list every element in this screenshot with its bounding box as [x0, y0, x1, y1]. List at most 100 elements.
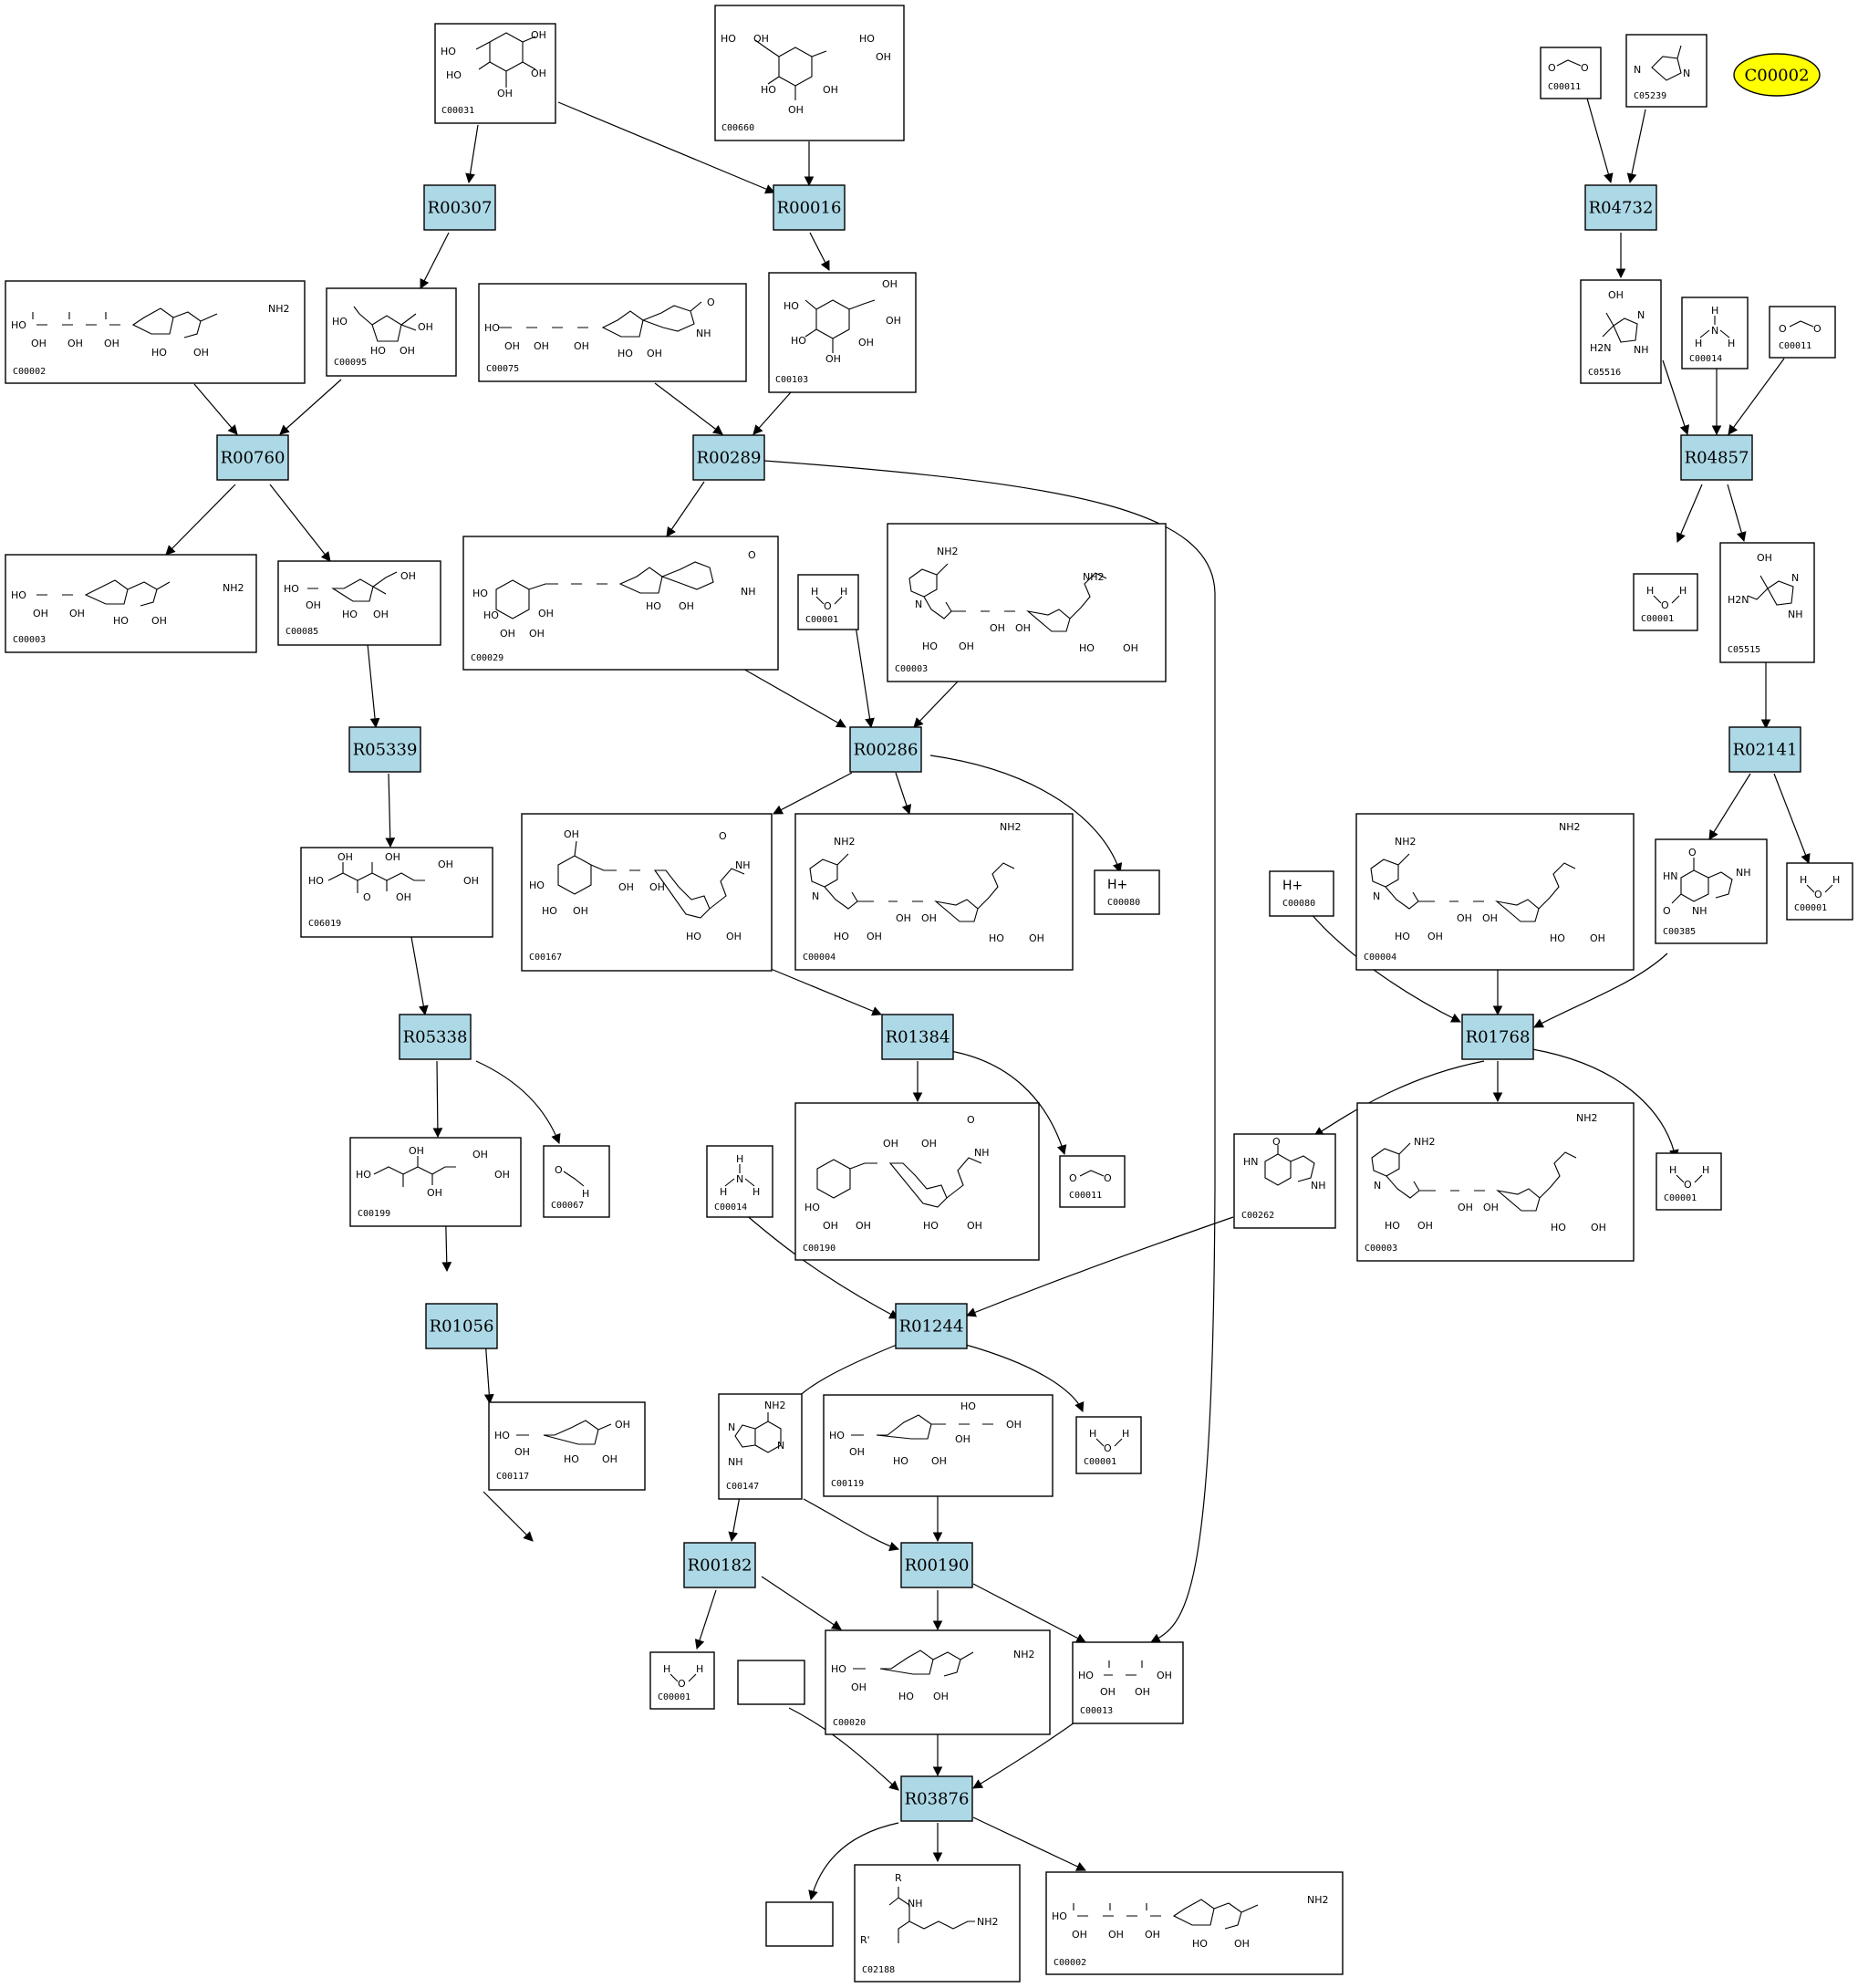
- compound-node[interactable]: R NH R' NH2 C02188: [854, 1864, 1021, 1983]
- svg-text:HN: HN: [1243, 1156, 1259, 1168]
- svg-text:H: H: [1679, 585, 1687, 597]
- highlighted-compound-node[interactable]: C00002: [1733, 53, 1821, 97]
- compound-node[interactable]: O HN NH C00262: [1233, 1133, 1336, 1229]
- svg-text:HO: HO: [332, 316, 348, 328]
- compound-node[interactable]: HO OH OH NH2 HO OH C00003: [5, 554, 257, 653]
- svg-text:R04857: R04857: [1685, 449, 1749, 468]
- compound-node-unlabeled[interactable]: [737, 1660, 805, 1705]
- reaction-node[interactable]: R01768: [1461, 1014, 1534, 1060]
- compound-node[interactable]: OH H2N N NH C05515: [1719, 542, 1815, 663]
- svg-text:HO: HO: [11, 589, 26, 601]
- compound-node[interactable]: OH OH HO OH OH O NH HO OH C00190: [794, 1102, 1040, 1261]
- svg-text:C00117: C00117: [496, 1472, 529, 1482]
- reaction-node[interactable]: R00289: [692, 434, 765, 481]
- compound-node[interactable]: O O C00011: [1540, 47, 1602, 99]
- svg-text:H+: H+: [1282, 879, 1303, 893]
- reaction-node[interactable]: R00286: [849, 726, 922, 773]
- svg-text:NH: NH: [728, 1456, 743, 1468]
- svg-text:OH: OH: [67, 338, 83, 349]
- svg-text:O: O: [719, 830, 727, 842]
- svg-text:O: O: [1548, 62, 1556, 74]
- compound-node[interactable]: HO OH OH OH O NH HO OH C00075: [478, 283, 747, 382]
- compound-node[interactable]: OH HO OH OH OH C00199: [349, 1137, 522, 1227]
- compound-node[interactable]: O O C00011: [1769, 306, 1836, 359]
- compound-node[interactable]: N N C05239: [1625, 34, 1707, 108]
- compound-node[interactable]: HO OH OH HO OH C00117: [488, 1401, 646, 1491]
- svg-text:R01384: R01384: [886, 1028, 950, 1047]
- compound-node[interactable]: NH2 NH2 N OH OH HO OH HO OH C00004: [794, 813, 1074, 971]
- compound-node[interactable]: OH HO HO OH OH OH O NH HO OH C00167: [521, 813, 773, 972]
- compound-node[interactable]: OH N H2N NH C05516: [1580, 279, 1662, 384]
- compound-node[interactable]: HO HO OH OH OH C00031: [434, 23, 556, 124]
- svg-text:H: H: [1711, 305, 1718, 317]
- compound-nodes: HO HO OH OH OH C00031 HO OH HO OH HO OH …: [5, 5, 1853, 1983]
- compound-node-unlabeled[interactable]: [765, 1901, 834, 1947]
- compound-node[interactable]: H O H C00001: [1633, 573, 1698, 631]
- compound-node[interactable]: HO OH NH2 HO OH C00020: [825, 1629, 1051, 1735]
- svg-text:OH: OH: [849, 1446, 865, 1458]
- compound-node[interactable]: HO OH HO OH HO OH OH C00660: [714, 5, 905, 141]
- svg-text:NH2: NH2: [1576, 1112, 1598, 1124]
- reaction-node[interactable]: R05338: [399, 1014, 472, 1060]
- compound-node[interactable]: HO OH HO OH OH C00085: [277, 560, 441, 646]
- reaction-node[interactable]: R01384: [881, 1014, 954, 1060]
- svg-text:C00147: C00147: [726, 1482, 759, 1492]
- svg-text:OH: OH: [1029, 932, 1044, 944]
- svg-text:OH: OH: [931, 1455, 947, 1467]
- svg-text:C00003: C00003: [13, 635, 46, 645]
- reaction-node[interactable]: R05339: [348, 726, 421, 773]
- compound-node[interactable]: H N H H C00014: [1681, 297, 1749, 369]
- reaction-node[interactable]: R03876: [900, 1775, 973, 1822]
- svg-text:NH: NH: [974, 1147, 990, 1159]
- svg-text:H: H: [696, 1663, 703, 1675]
- compound-node[interactable]: HO HO OH OH OH O NH HO OH C00029: [462, 536, 779, 671]
- reaction-node[interactable]: R01244: [895, 1303, 968, 1349]
- reaction-node[interactable]: R04732: [1584, 184, 1657, 231]
- reaction-node[interactable]: R00182: [683, 1542, 756, 1588]
- reaction-node[interactable]: R01056: [425, 1303, 498, 1349]
- svg-text:OH: OH: [823, 1220, 838, 1232]
- svg-text:O: O: [967, 1114, 975, 1126]
- compound-node[interactable]: O O C00011: [1059, 1155, 1126, 1208]
- svg-text:R00307: R00307: [428, 199, 493, 218]
- svg-text:HO: HO: [370, 345, 386, 357]
- compound-node[interactable]: O HN NH O NH C00385: [1655, 838, 1768, 944]
- compound-node[interactable]: H O H C00001: [1786, 862, 1853, 921]
- compound-node[interactable]: H+ C00080: [1094, 869, 1160, 915]
- reaction-node[interactable]: R00016: [773, 184, 846, 231]
- svg-text:R00016: R00016: [777, 199, 842, 218]
- compound-node[interactable]: H N H H C00014: [706, 1145, 773, 1218]
- compound-node[interactable]: O H C00067: [543, 1145, 610, 1218]
- svg-text:OH: OH: [1108, 1929, 1124, 1941]
- compound-node[interactable]: NH2 N NH2 HO OH OH OH HO OH C00003: [887, 523, 1167, 682]
- compound-node[interactable]: HO OH HO OH OH HO OH C00119: [823, 1394, 1054, 1497]
- reaction-node[interactable]: R02141: [1728, 726, 1801, 773]
- reaction-node[interactable]: R04857: [1680, 434, 1753, 481]
- svg-text:HO: HO: [342, 609, 358, 620]
- reaction-node[interactable]: R00190: [900, 1542, 973, 1588]
- svg-text:OH: OH: [574, 340, 589, 352]
- compound-node[interactable]: HO OH HO OH C00095: [326, 287, 457, 377]
- svg-text:OH: OH: [504, 340, 520, 352]
- compound-node[interactable]: HO OH OH OH C00013: [1072, 1641, 1184, 1724]
- compound-node[interactable]: H+ C00080: [1269, 870, 1334, 917]
- compound-node[interactable]: NH2 N N NH C00147: [718, 1393, 803, 1500]
- compound-node[interactable]: HO OH OH OH NH2 HO OH C00002: [1045, 1871, 1344, 1975]
- compound-node[interactable]: H O H C00001: [649, 1651, 715, 1710]
- compound-node[interactable]: HO OH OH OH NH2 HO OH C00002: [5, 280, 306, 384]
- compound-node[interactable]: NH2 NH2 N OH OH HO OH HO OH C00003: [1356, 1102, 1635, 1262]
- reaction-node[interactable]: R00760: [216, 434, 289, 481]
- svg-text:R04732: R04732: [1589, 199, 1654, 218]
- svg-text:OH: OH: [1458, 1202, 1473, 1213]
- compound-node[interactable]: OH HO OH HO OH OH C00103: [768, 272, 917, 393]
- compound-node[interactable]: H O H C00001: [1075, 1416, 1142, 1474]
- compound-node[interactable]: H O H C00001: [1656, 1152, 1722, 1211]
- reaction-node[interactable]: R00307: [423, 184, 496, 231]
- compound-node[interactable]: H O H C00001: [797, 574, 859, 630]
- svg-text:C00080: C00080: [1107, 898, 1140, 908]
- svg-text:OH: OH: [851, 1681, 867, 1693]
- compound-node[interactable]: OH OH HO OH OH O OH C06019: [300, 847, 493, 938]
- svg-text:R00760: R00760: [221, 449, 285, 468]
- compound-node[interactable]: NH2 NH2 N OH OH HO OH HO OH C00004: [1355, 813, 1635, 971]
- svg-text:C00190: C00190: [803, 1244, 836, 1254]
